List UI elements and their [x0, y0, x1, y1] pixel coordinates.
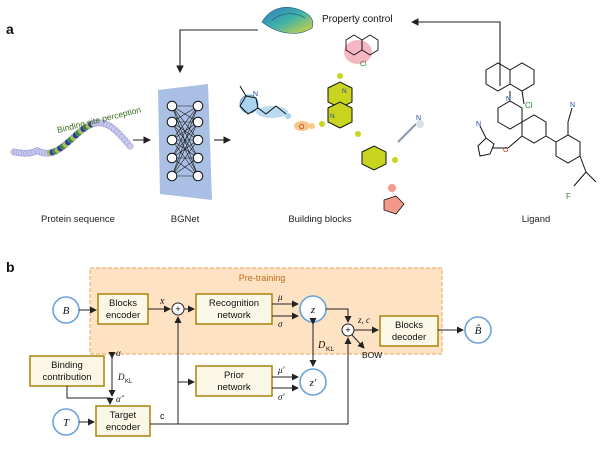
- building-blocks-structure: N O N N Cl N: [239, 34, 424, 215]
- panel-b-edges: [66, 300, 464, 426]
- atom-n-ring-2: N: [330, 113, 335, 120]
- caption-bgnet: BGNet: [171, 214, 200, 225]
- blocks-decoder-label-1: Blocks: [395, 320, 423, 331]
- label-sigma: σ: [278, 319, 283, 329]
- label-dkl-sub: KL: [326, 346, 334, 353]
- node-b-hat-label: B̂: [475, 324, 482, 337]
- atom-cl-ligand: Cl: [525, 101, 533, 110]
- atom-o-ligand: O: [503, 147, 509, 154]
- blocks-encoder-label-1: Blocks: [109, 298, 137, 309]
- label-mu: μ: [277, 292, 283, 302]
- label-z-c: z, c: [357, 315, 370, 325]
- node-b-label: B: [63, 305, 70, 317]
- label-dkl-alpha-sub: KL: [125, 379, 133, 385]
- panel-a-label: a: [6, 21, 14, 37]
- target-encoder-box: [95, 405, 151, 437]
- property-control-label: Property control: [322, 14, 393, 25]
- target-encoder-label-2: encoder: [106, 422, 140, 433]
- node-z-prime: [299, 368, 327, 396]
- atom-f-ligand: F: [566, 192, 571, 201]
- blocks-encoder-label-2: encoder: [106, 310, 140, 321]
- caption-ligand: Ligand: [522, 214, 551, 225]
- bgnet-neuron: [192, 134, 204, 146]
- atom-n-ligand-1: N: [506, 96, 511, 103]
- blocks-decoder-label-2: decoder: [392, 332, 426, 343]
- prior-network-label-2: network: [217, 382, 251, 393]
- binding-contribution-label-1: Binding: [51, 360, 83, 371]
- bgnet-neuron: [192, 100, 204, 112]
- atom-o-linker: O: [299, 124, 305, 131]
- bgnet-neuron: [166, 170, 178, 182]
- label-sigma-prime: σ′: [278, 392, 285, 402]
- protein-sequence-chain: [10, 119, 134, 157]
- bgnet-neuron: [166, 116, 178, 128]
- caption-protein-sequence: Protein sequence: [41, 214, 115, 225]
- node-b-hat: [464, 316, 492, 344]
- bgnet-neuron: [192, 170, 204, 182]
- target-encoder-label-1: Target: [110, 410, 137, 421]
- binding-contribution-label-2: contribution: [42, 372, 91, 383]
- atom-n-pyrrolidine: N: [253, 91, 258, 98]
- prior-network-label-1: Prior: [224, 370, 244, 381]
- prior-network-box: [195, 365, 273, 397]
- binding-site-label: Binding site perception: [56, 104, 142, 135]
- sum-node-2-label: +: [345, 325, 350, 335]
- label-mu-prime: μ′: [277, 365, 286, 375]
- bgnet-neuron: [192, 116, 204, 128]
- recognition-network-label-1: Recognition: [209, 298, 259, 309]
- sum-node-1-label: +: [175, 304, 180, 314]
- node-t-label: T: [63, 417, 70, 429]
- bgnet-neuron: [166, 152, 178, 164]
- bgnet-network-icon: [158, 84, 212, 200]
- label-dkl: D: [317, 340, 326, 351]
- atom-n-nitrile: N: [416, 115, 421, 122]
- bgnet-neuron: [166, 134, 178, 146]
- property-landscape-icon: [261, 7, 314, 34]
- ligand-structure: [477, 62, 597, 187]
- property-to-bgnet-arrow: [176, 29, 258, 74]
- caption-building-blocks: Building blocks: [288, 214, 352, 225]
- label-bow: BOW: [362, 350, 382, 360]
- atom-n-ring-1: N: [342, 88, 347, 95]
- label-c: c: [160, 411, 165, 421]
- label-x: x: [159, 296, 165, 307]
- node-z-label: z: [310, 304, 316, 316]
- recognition-network-box: [195, 293, 273, 325]
- protein-residue: [126, 142, 134, 150]
- atom-cl-fragment: Cl: [360, 61, 367, 68]
- atom-n-ligand-3: N: [476, 121, 481, 128]
- blocks-decoder-box: [379, 315, 439, 347]
- label-alpha: α: [116, 348, 121, 358]
- pretraining-label: Pre-training: [239, 273, 286, 283]
- label-dkl-alpha: D: [117, 372, 125, 382]
- atom-n-ligand-2: N: [570, 102, 575, 109]
- panel-b-label: b: [6, 259, 15, 275]
- recognition-network-label-2: network: [217, 310, 251, 321]
- bgnet-neuron: [192, 152, 204, 164]
- label-alpha-hat: α̂: [116, 394, 125, 404]
- node-z-prime-label: z′: [309, 377, 317, 389]
- blocks-encoder-box: [97, 293, 149, 325]
- ligand-to-property-arrow: [410, 18, 501, 86]
- bgnet-neuron: [166, 100, 178, 112]
